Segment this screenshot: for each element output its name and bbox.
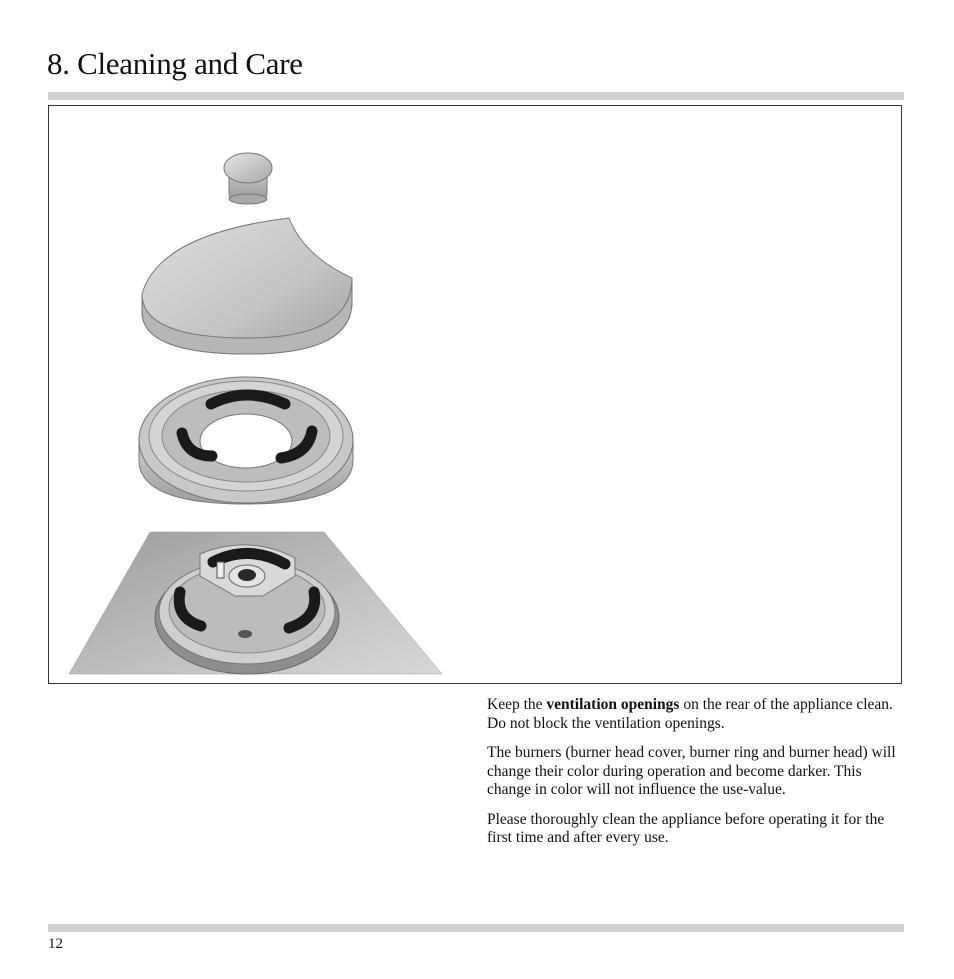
page-title: 8. Cleaning and Care — [47, 46, 303, 81]
page-number: 12 — [48, 936, 63, 952]
burner-cap-knob — [223, 152, 273, 205]
p1-emphasis-ventilation-openings: ventilation openings — [546, 696, 680, 713]
burner-exploded-view — [68, 152, 443, 675]
burner-illustration-frame — [48, 105, 902, 684]
burner-ring — [138, 376, 354, 505]
cleaning-instructions: Keep the ventilation openings on the rea… — [487, 696, 907, 859]
p1-text-start: Keep the — [487, 696, 547, 713]
paragraph-clean-before-use: Please thoroughly clean the appliance be… — [487, 810, 885, 847]
burner-head — [68, 531, 443, 675]
footer-rule — [48, 924, 904, 932]
paragraph-burner-color: The burners (burner head cover, burner r… — [487, 744, 896, 798]
burner-head-cover — [141, 217, 353, 355]
p1-text-end: on the rear of the appliance clean. Do n… — [487, 696, 893, 732]
header-rule — [48, 92, 904, 100]
paragraph-ventilation: Keep the ventilation openings on the rea… — [487, 696, 907, 733]
